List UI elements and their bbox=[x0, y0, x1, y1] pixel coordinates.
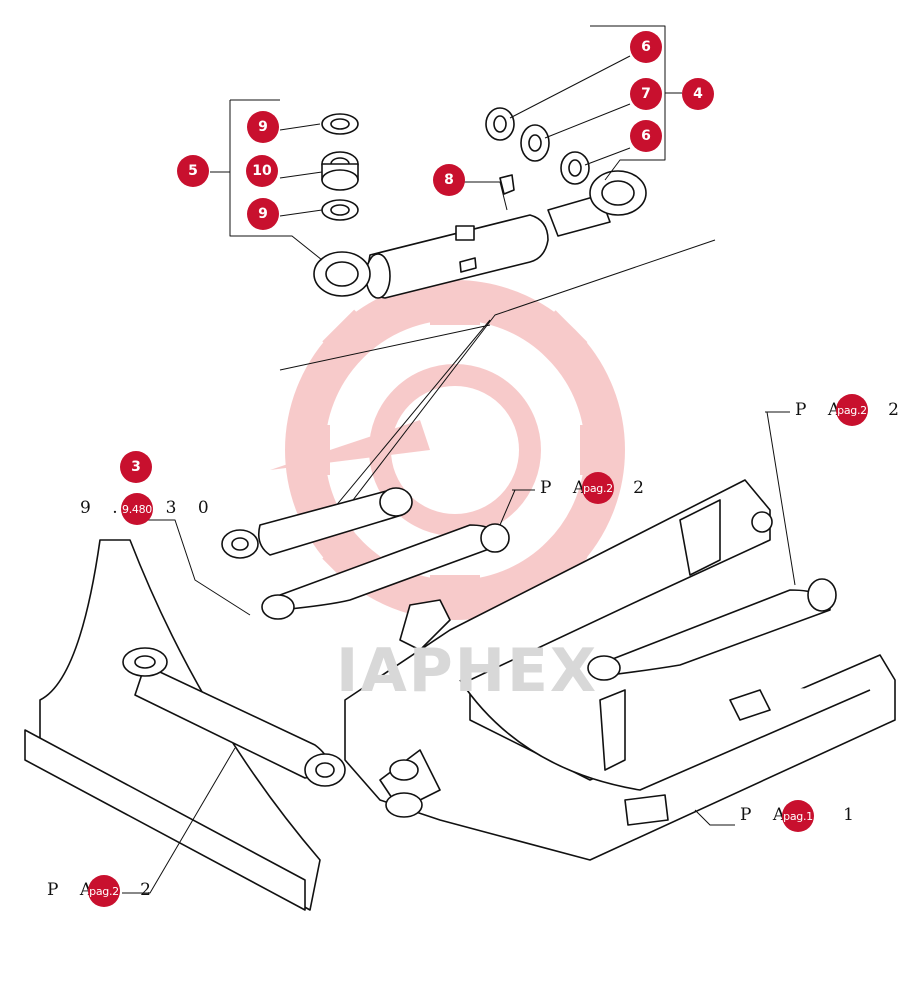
callout-5[interactable]: 5 bbox=[177, 155, 209, 187]
callout-9-top[interactable]: 9 bbox=[247, 111, 279, 143]
ref-prefix: 9 . bbox=[80, 498, 126, 518]
callout-6-bottom[interactable]: 6 bbox=[630, 120, 662, 152]
ref-9480: 9 . 3 0 bbox=[80, 498, 217, 518]
callout-4[interactable]: 4 bbox=[682, 78, 714, 110]
callout-6-top[interactable]: 6 bbox=[630, 31, 662, 63]
frame-assembly bbox=[344, 479, 896, 861]
ref-badge-mid[interactable]: pag.2 bbox=[582, 472, 614, 504]
ref-pa-right: P A 2 bbox=[795, 400, 900, 420]
ref-pa-bottom-left: P A 2 bbox=[47, 880, 159, 900]
ref-prefix: P A bbox=[47, 880, 101, 900]
ref-suffix: 2 bbox=[888, 400, 900, 420]
ref-badge-bottom-left[interactable]: pag.2 bbox=[88, 875, 120, 907]
watermark-text: IAPHEX bbox=[336, 636, 599, 706]
ref-pa-bottom-right: P A 1 bbox=[740, 805, 862, 825]
ref-badge-right[interactable]: pag.2 bbox=[836, 394, 868, 426]
ref-pa-mid: P A 2 bbox=[540, 478, 652, 498]
ref-suffix: 3 0 bbox=[165, 498, 217, 518]
ref-badge-bottom-right[interactable]: pag.1 bbox=[782, 800, 814, 832]
callout-9-bottom[interactable]: 9 bbox=[247, 198, 279, 230]
ref-suffix: 2 bbox=[633, 478, 652, 498]
callout-7[interactable]: 7 bbox=[630, 78, 662, 110]
ref-badge-9480[interactable]: 9.480 bbox=[121, 493, 153, 525]
ref-prefix: P A bbox=[540, 478, 594, 498]
callout-8[interactable]: 8 bbox=[433, 164, 465, 196]
callout-10[interactable]: 10 bbox=[246, 155, 278, 187]
ref-suffix: 1 bbox=[843, 805, 862, 825]
mid-cylinders bbox=[221, 487, 837, 681]
callout-3[interactable]: 3 bbox=[120, 451, 152, 483]
cylinder-exploded-assembly bbox=[313, 107, 647, 299]
dozer-blade bbox=[24, 539, 321, 911]
blade-cylinder bbox=[122, 647, 346, 787]
ref-prefix: P A bbox=[795, 400, 849, 420]
ref-prefix: P A bbox=[740, 805, 794, 825]
ref-suffix: 2 bbox=[140, 880, 159, 900]
